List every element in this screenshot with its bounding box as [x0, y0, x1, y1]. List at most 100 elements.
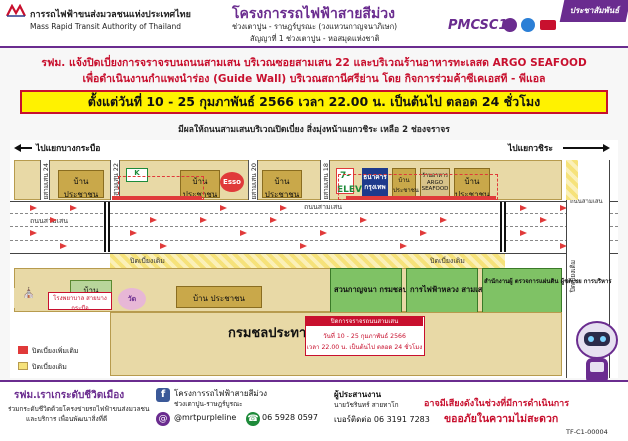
lane-divider-2: [10, 226, 618, 227]
traffic-arrow: [560, 205, 567, 211]
org-name-en: Mass Rapid Transit Authority of Thailand: [30, 22, 182, 31]
traffic-arrow: [420, 230, 427, 236]
traffic-note: มีผลให้ถนนสามเสนบริเวณปิดเบี่ยง สิ่งมุ่ง…: [178, 125, 450, 135]
esso-logo: Esso: [220, 172, 244, 192]
house-3: บ้าน ประชาชน: [262, 170, 302, 199]
traffic-arrow: [220, 205, 227, 211]
direction-right: ไปแยกวชิระ: [508, 144, 553, 154]
house-1: บ้าน ประชาชน: [58, 170, 104, 199]
irrigation-label: กรมชลประทาน: [228, 326, 316, 341]
mrta-logo-icon: [6, 4, 26, 17]
traffic-arrow: [520, 230, 527, 236]
traffic-arrow: [70, 205, 77, 211]
samsen-road: [10, 200, 618, 254]
soi-22: [110, 160, 120, 200]
crosswalk-1: [104, 202, 110, 252]
pr-banner: ประชาสัมพันธ์: [559, 0, 628, 22]
legend-closed-swatch: [18, 346, 28, 354]
traffic-arrow: [130, 230, 137, 236]
house-5: บ้าน ประชาชน: [454, 168, 490, 199]
traffic-arrow: [60, 243, 67, 249]
temple-icon: ⛪: [14, 288, 44, 308]
lane-divider-3: [10, 240, 618, 241]
traffic-arrow: [520, 205, 527, 211]
soi-18: [320, 160, 330, 200]
office-label: สำนักงานผู้ ตรวจการแผ่นดิน ผู้ชดเชย การบ…: [484, 278, 612, 285]
left-arrow-shaft: [18, 147, 32, 149]
legend-closed-label: ปิดเบี่ยงเพิ่มเติม: [32, 347, 79, 355]
right-arrow-shaft: [563, 147, 603, 149]
date-box: ตั้งแต่วันที่ 10 - 25 กุมภาพันธ์ 2566 เว…: [20, 90, 608, 114]
contact-title: ผู้ประสานงาน: [334, 390, 382, 399]
existing-closure-label-1: ปิดเบี่ยงเดิม: [130, 257, 165, 265]
facebook-icon[interactable]: f: [156, 388, 170, 402]
popup-line-2: เวลา 22.00 น. เป็นต้นไป ตลอด 24 ชั่วโมง: [306, 344, 423, 351]
facebook-page-sub: ช่วงเตาปูน-ราษฎร์บูรณะ: [174, 400, 243, 408]
document-code: TF-C1-00004: [566, 428, 608, 436]
house-block: บ้าน ประชาชน: [176, 286, 262, 308]
crosswalk-2: [500, 202, 506, 252]
instagram-handle[interactable]: @mrtpurpleline: [174, 413, 237, 422]
court-label: การไฟฟ้าหลวง สามเสน: [410, 285, 488, 294]
traffic-arrow: [160, 243, 167, 249]
road-label-center: ถนนสามเสน: [304, 203, 343, 211]
project-subtitle: ช่วงเตาปูน - ราษฎร์บูรณะ (วงแหวนกาญจนาภิ…: [232, 22, 398, 31]
road-label-left: ถนนสามเสน: [30, 217, 69, 225]
traffic-arrow: [200, 217, 207, 223]
road-edge-south: [10, 253, 618, 254]
phone-icon[interactable]: ☎: [246, 412, 260, 426]
park-label: สวนกาญจนา กรมชลประทาน: [334, 285, 430, 294]
right-arrow-icon: [603, 144, 610, 152]
closure-outline-1: [118, 176, 204, 200]
announcement-line-2: เพื่อดำเนินงานกำแพงนำร่อง (Guide Wall) บ…: [82, 73, 546, 85]
traffic-arrow: [50, 217, 57, 223]
bank-bangkok: ธนาคาร กรุงเทพ: [362, 168, 388, 198]
project-contract: สัญญาที่ 1 ช่วงเตาปูน - หอสมุดแห่งชาติ: [250, 34, 380, 43]
legend-existing-swatch: [18, 362, 28, 370]
traffic-arrow: [320, 230, 327, 236]
traffic-arrow: [560, 243, 567, 249]
traffic-arrow: [240, 230, 247, 236]
traffic-arrow: [540, 217, 547, 223]
announcement-line-1: รฟม. แจ้งปิดเบี่ยงการจราจรบนถนนสามเสน บร…: [41, 57, 587, 69]
direction-left: ไปแยกบางกระบือ: [36, 144, 101, 154]
left-arrow-icon: [14, 144, 21, 152]
footer-slogan-small-2: และบริการ เพื่อนพัฒนาสิ่งที่ดี: [26, 415, 108, 423]
lane-divider-1: [10, 213, 618, 214]
hospital: โรงพยาบาล สายบางกระบือ: [48, 292, 112, 312]
org-name-th: การรถไฟฟ้าขนส่งมวลชนแห่งประเทศไทย: [30, 10, 191, 20]
traffic-arrow: [280, 205, 287, 211]
footer-slogan-small-1: ร่วมกระดับชีวิตด้วยโครงข่ายรถไฟฟ้าขนส่งม…: [8, 405, 150, 413]
consultant-logo: PMCSC1: [448, 18, 508, 33]
road-edge-north: [10, 201, 618, 202]
right-road-label: ถนนสามเสน: [570, 198, 603, 205]
traffic-arrow: [270, 217, 277, 223]
popup-title: ปิดการจราจรถนนสามเสน: [306, 317, 423, 326]
temple: วัด: [118, 288, 146, 310]
court-area: [406, 268, 478, 314]
existing-closure-label-2: ปิดเบี่ยงเดิม: [430, 257, 465, 265]
traffic-arrow: [30, 205, 37, 211]
apology-line-1: อาจมีเสียงดังในช่วงที่มีการดำเนินการ: [424, 399, 570, 409]
facebook-page[interactable]: โครงการรถไฟฟ้าสายสีม่วง: [174, 389, 268, 398]
instagram-icon[interactable]: @: [156, 412, 170, 426]
traffic-arrow: [300, 243, 307, 249]
traffic-arrow: [30, 230, 37, 236]
traffic-arrow: [150, 217, 157, 223]
phone-number-1[interactable]: 06 5928 0597: [262, 413, 318, 422]
partner-logos-icon: [503, 18, 556, 32]
footer: [0, 380, 628, 441]
soi-20: [248, 160, 258, 200]
apology-line-2: ขออภัยในความไม่สะดวก: [444, 413, 559, 425]
argo-seafood: ร้านอาหาร ARGO SEAFOOD: [420, 168, 450, 198]
right-existing-closure: [566, 160, 578, 200]
traffic-arrow: [360, 217, 367, 223]
existing-closure-south: [110, 254, 505, 268]
contact-phone[interactable]: เบอร์ติดต่อ 06 3191 7283: [334, 415, 430, 424]
traffic-arrow: [440, 217, 447, 223]
project-title: โครงการรถไฟฟ้าสายสีม่วง: [232, 6, 395, 22]
contact-name: นายวัชรินทร์ สายทาโก: [334, 401, 399, 409]
footer-slogan: รฟม.เราเกระดับชีวิตเมือง: [14, 390, 125, 401]
closure-popup: ปิดการจราจรถนนสามเสน วันที่ 10 - 25 กุมภ…: [305, 316, 425, 356]
